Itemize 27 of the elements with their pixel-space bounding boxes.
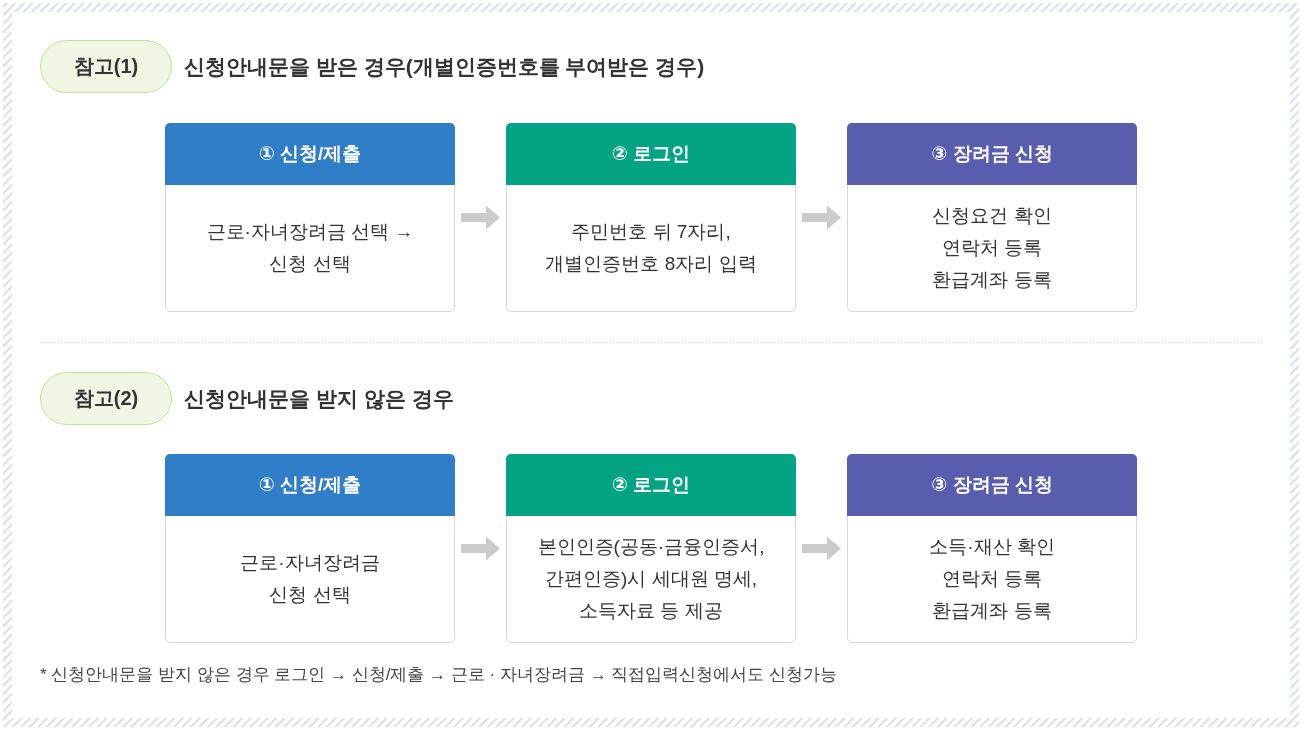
step-header: ① 신청/제출	[165, 454, 455, 516]
step-card	[165, 454, 455, 643]
pill-tag: 참고(1)	[40, 40, 172, 93]
footnote: * 신청안내문을 받지 않은 경우 로그인 → 신청/제출 → 근로 · 자녀장려금 → 직접입력신청에서도 신청가능	[40, 664, 838, 686]
arrow	[461, 205, 500, 230]
step-card	[847, 123, 1137, 312]
step-description: 소득·재산 확인 연락처 등록 환급계좌 등록	[929, 535, 1055, 623]
step-card	[506, 123, 796, 312]
arrow	[461, 536, 500, 561]
step-card	[165, 123, 455, 312]
arrow	[802, 536, 841, 561]
step-description: 본인인증(공동·금융인증서, 간편인증)시 세대원 명세, 소득자료 등 제공	[537, 535, 765, 623]
section-heading: 신청안내문을 받은 경우(개별인증번호를 부여받은 경우)	[184, 53, 705, 80]
step-header: ③ 장려금 신청	[847, 454, 1137, 516]
arrow	[802, 205, 841, 230]
step-header: ② 로그인	[506, 454, 796, 516]
step-card	[506, 454, 796, 643]
step-header: ② 로그인	[506, 123, 796, 185]
step-description: 신청요건 확인 연락처 등록 환급계좌 등록	[932, 204, 1052, 292]
step-description: 주민번호 뒤 7자리, 개별인증번호 8자리 입력	[545, 220, 757, 276]
step-description: 근로·자녀장려금 신청 선택	[240, 551, 380, 607]
step-description: 근로·자녀장려금 선택 → 신청 선택	[206, 220, 414, 276]
step-card	[847, 454, 1137, 643]
step-header: ① 신청/제출	[165, 123, 455, 185]
section-heading: 신청안내문을 받지 않은 경우	[184, 385, 454, 412]
step-header: ③ 장려금 신청	[847, 123, 1137, 185]
pill-tag: 참고(2)	[40, 372, 172, 425]
